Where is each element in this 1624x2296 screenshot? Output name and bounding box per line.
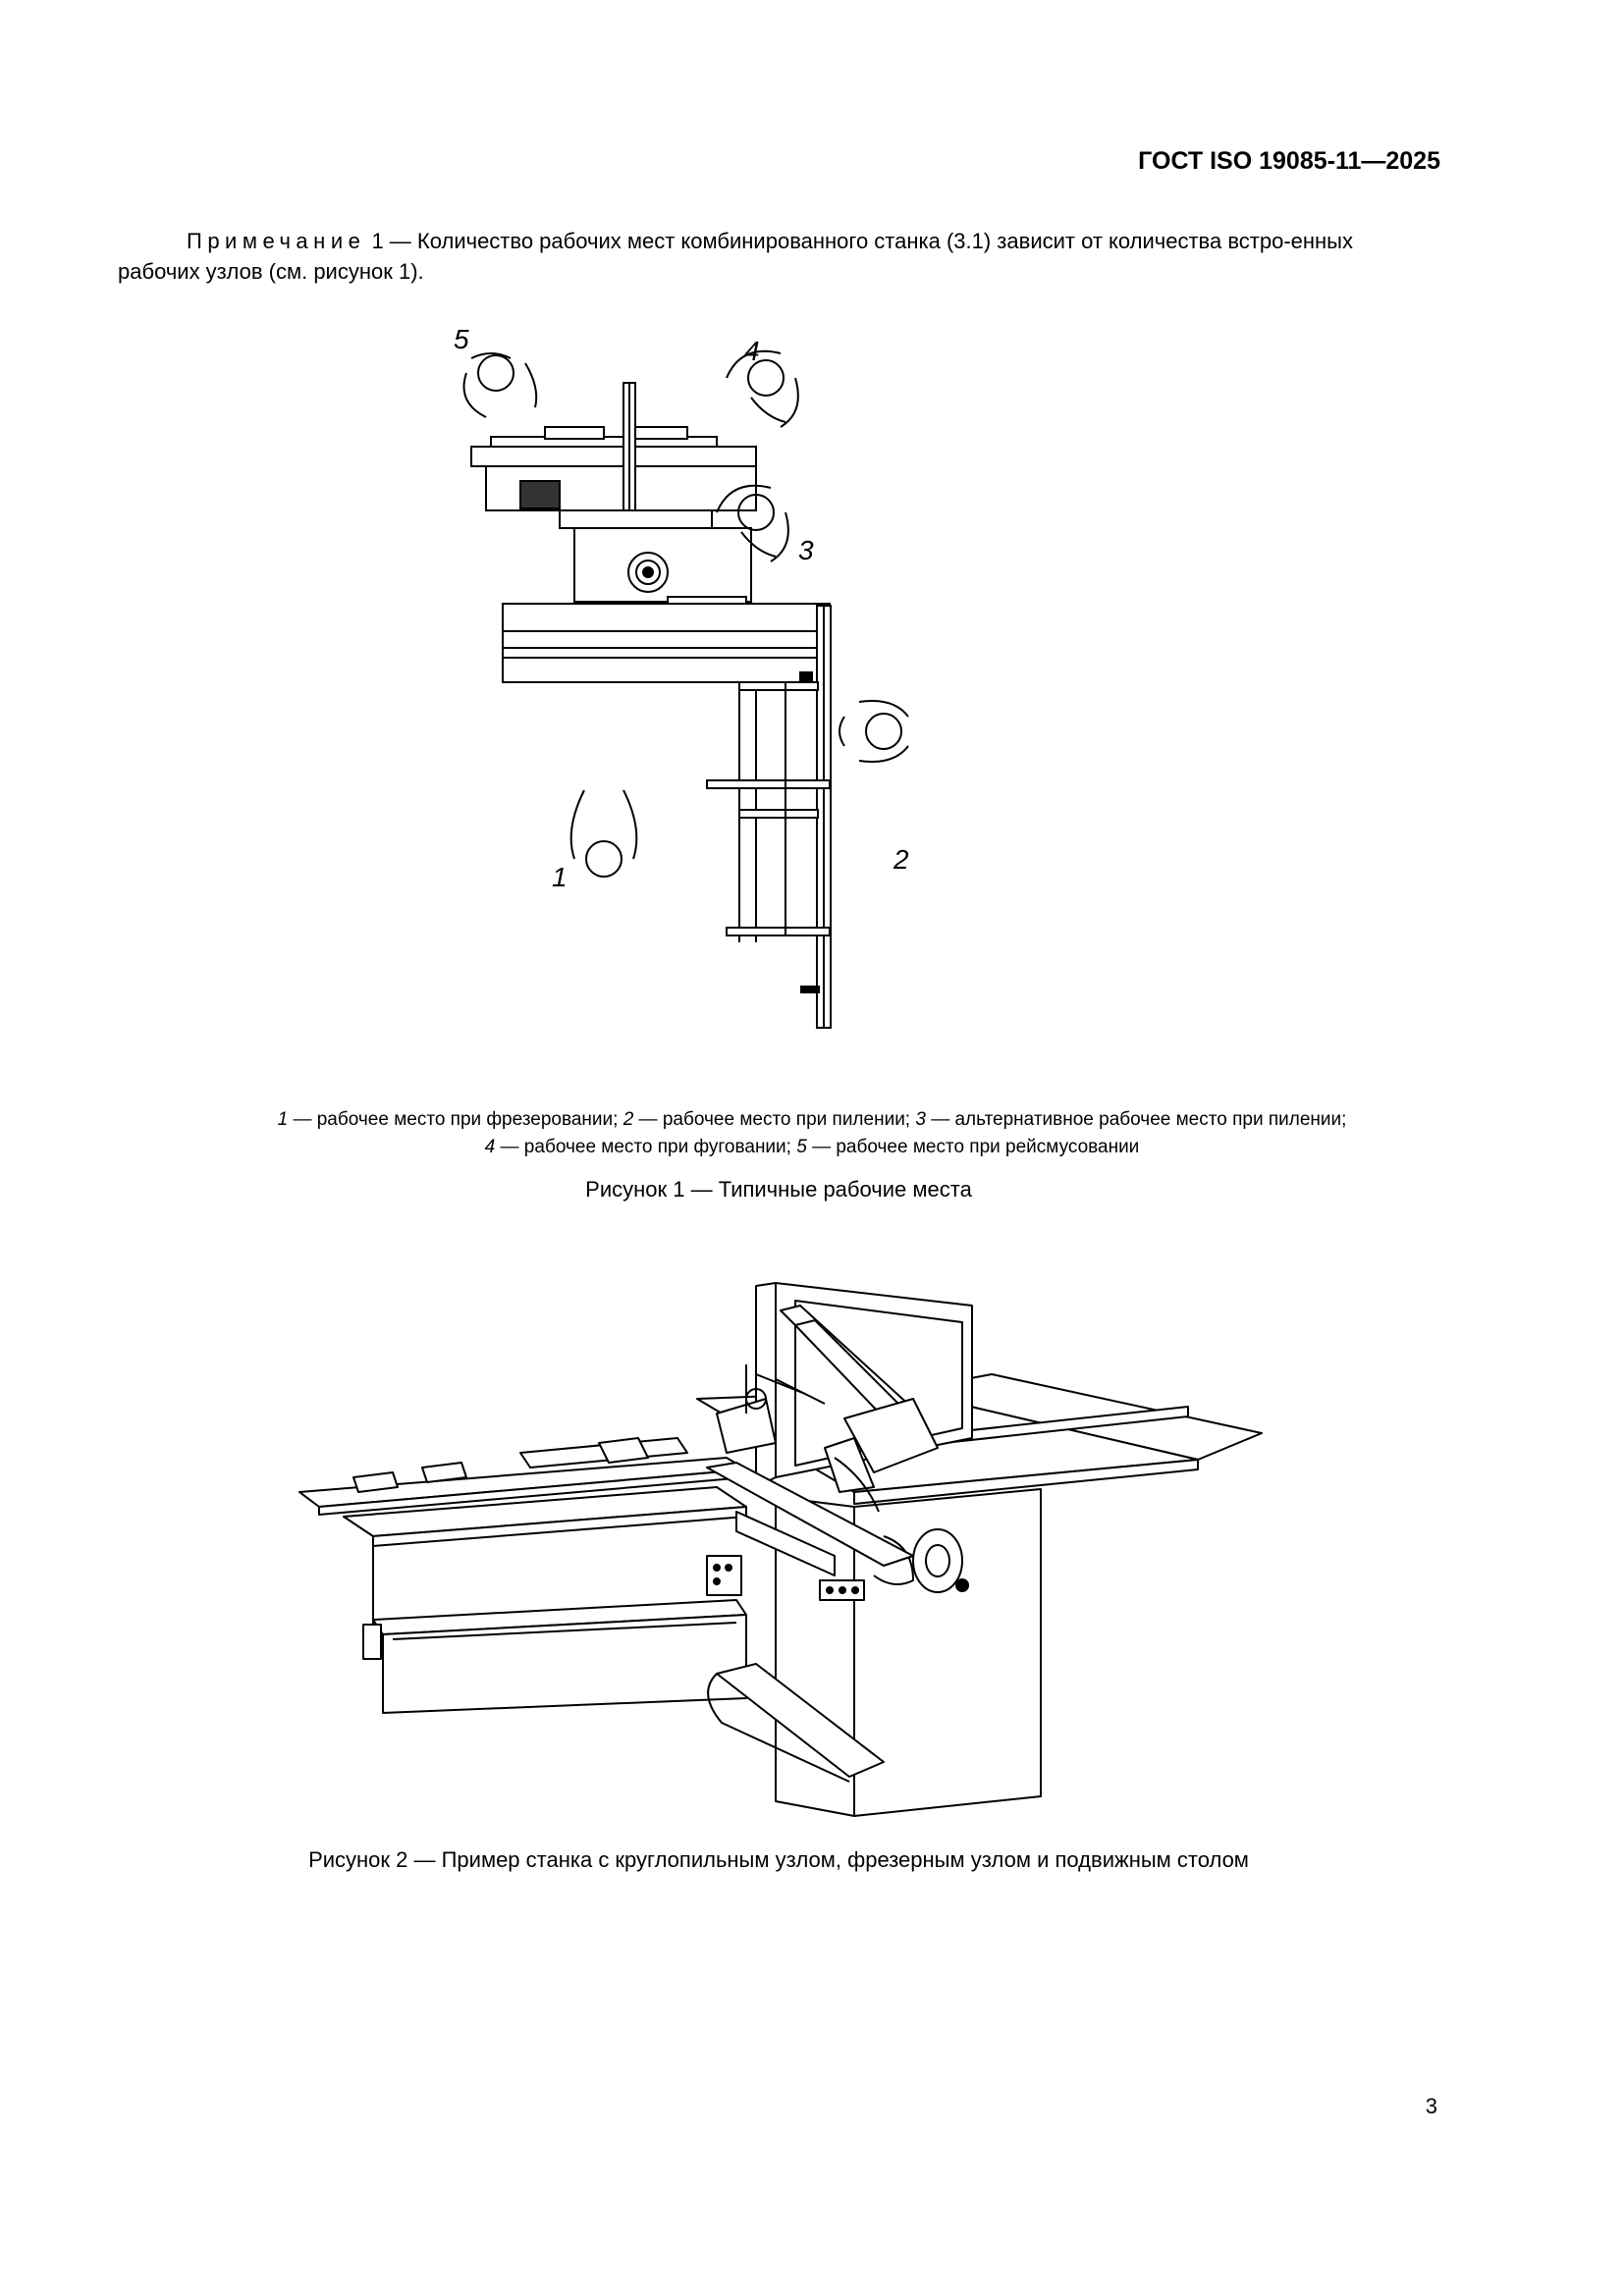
figure-1-caption: Рисунок 1 — Типичные рабочие места [585, 1177, 972, 1201]
figure-1-drawing: 5 4 3 1 2 [432, 319, 1198, 1085]
callout-2: 2 [893, 844, 909, 875]
note-paragraph: Примечание 1 — Количество рабочих мест к… [118, 226, 1440, 287]
legend-line-2: 4 — рабочее место при фуговании; 5 — раб… [484, 1137, 1140, 1157]
figure-2-drawing [285, 1252, 1286, 1826]
legend-line-1: 1 — рабочее место при фрезеровании; 2 — … [277, 1109, 1347, 1130]
document-id: ГОСТ ISO 19085-11—2025 [1138, 147, 1440, 175]
page-number: 3 [1425, 2094, 1437, 2118]
callout-1: 1 [552, 862, 568, 892]
figure-1-legend: 1 — рабочее место при фрезеровании; 2 — … [0, 1106, 1624, 1161]
callout-5: 5 [454, 324, 469, 354]
callout-3: 3 [798, 535, 814, 565]
note-prefix: Примечание [187, 229, 366, 253]
note-text: 1 — Количество рабочих мест комбинирован… [118, 229, 1353, 284]
figure-2-caption: Рисунок 2 — Пример станка с круглопильны… [308, 1847, 1249, 1872]
callout-4: 4 [744, 336, 760, 366]
